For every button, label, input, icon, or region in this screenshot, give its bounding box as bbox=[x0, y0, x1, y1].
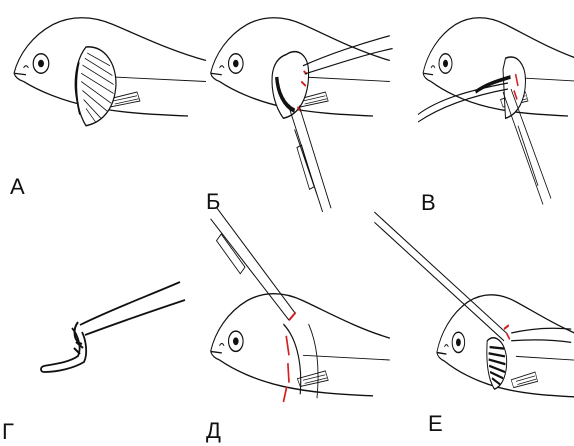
panel-d-illustration bbox=[211, 207, 390, 402]
panel-label-a: А bbox=[10, 176, 25, 198]
panel-a-illustration bbox=[14, 18, 206, 126]
panel-label-e: Е bbox=[428, 413, 443, 435]
panel-label-g: Г bbox=[2, 421, 14, 443]
panel-label-v: В bbox=[421, 192, 436, 214]
panel-g-illustration bbox=[41, 282, 185, 372]
panel-v-illustration bbox=[418, 18, 574, 205]
panel-label-b: Б bbox=[206, 191, 220, 213]
panel-label-d: Д bbox=[206, 420, 221, 442]
panel-e-illustration bbox=[374, 212, 574, 397]
panel-b-illustration bbox=[211, 18, 393, 212]
gill-fan bbox=[75, 47, 116, 126]
